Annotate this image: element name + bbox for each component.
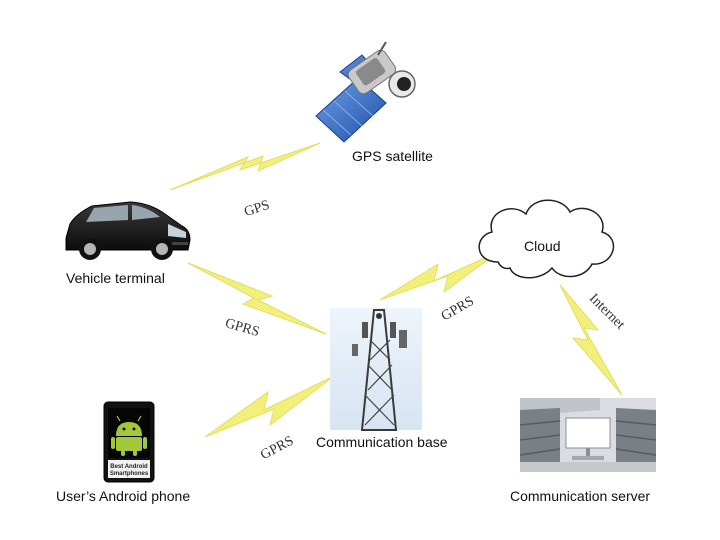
link-internet: Internet <box>559 284 627 396</box>
lightning-bolt-icon <box>379 251 499 301</box>
node-label-base: Communication base <box>316 434 448 450</box>
node-label-satellite: GPS satellite <box>352 148 433 164</box>
link-label-gprs-cloud: GPRS <box>439 294 477 325</box>
server-room-icon <box>519 398 657 472</box>
node-label-vehicle: Vehicle terminal <box>66 270 165 286</box>
cell-tower-icon <box>330 308 422 431</box>
phone-screen-text-2: Smartphones <box>110 471 149 477</box>
lightning-bolt-icon <box>187 262 327 335</box>
link-gps: GPS <box>169 142 321 220</box>
satellite-icon <box>315 41 416 143</box>
lightning-bolt-icon <box>559 284 623 396</box>
node-label-cloud: Cloud <box>524 238 561 254</box>
node-label-server: Communication server <box>510 488 651 504</box>
lightning-bolt-icon <box>204 375 335 438</box>
lightning-bolt-icon <box>169 142 321 191</box>
link-gprs-phone: GPRS <box>204 375 335 463</box>
cloud-icon <box>478 199 615 279</box>
node-label-phone: User’s Android phone <box>56 488 191 504</box>
link-label-gprs-phone: GPRS <box>258 433 296 463</box>
car-icon <box>65 201 191 260</box>
android-phone-icon: Best Android Smartphones <box>103 401 155 483</box>
link-label-gprs-vehicle: GPRS <box>223 316 261 340</box>
link-gprs-vehicle: GPRS <box>187 262 327 340</box>
phone-screen-text-1: Best Android <box>110 464 148 470</box>
link-label-gps: GPS <box>242 198 271 220</box>
